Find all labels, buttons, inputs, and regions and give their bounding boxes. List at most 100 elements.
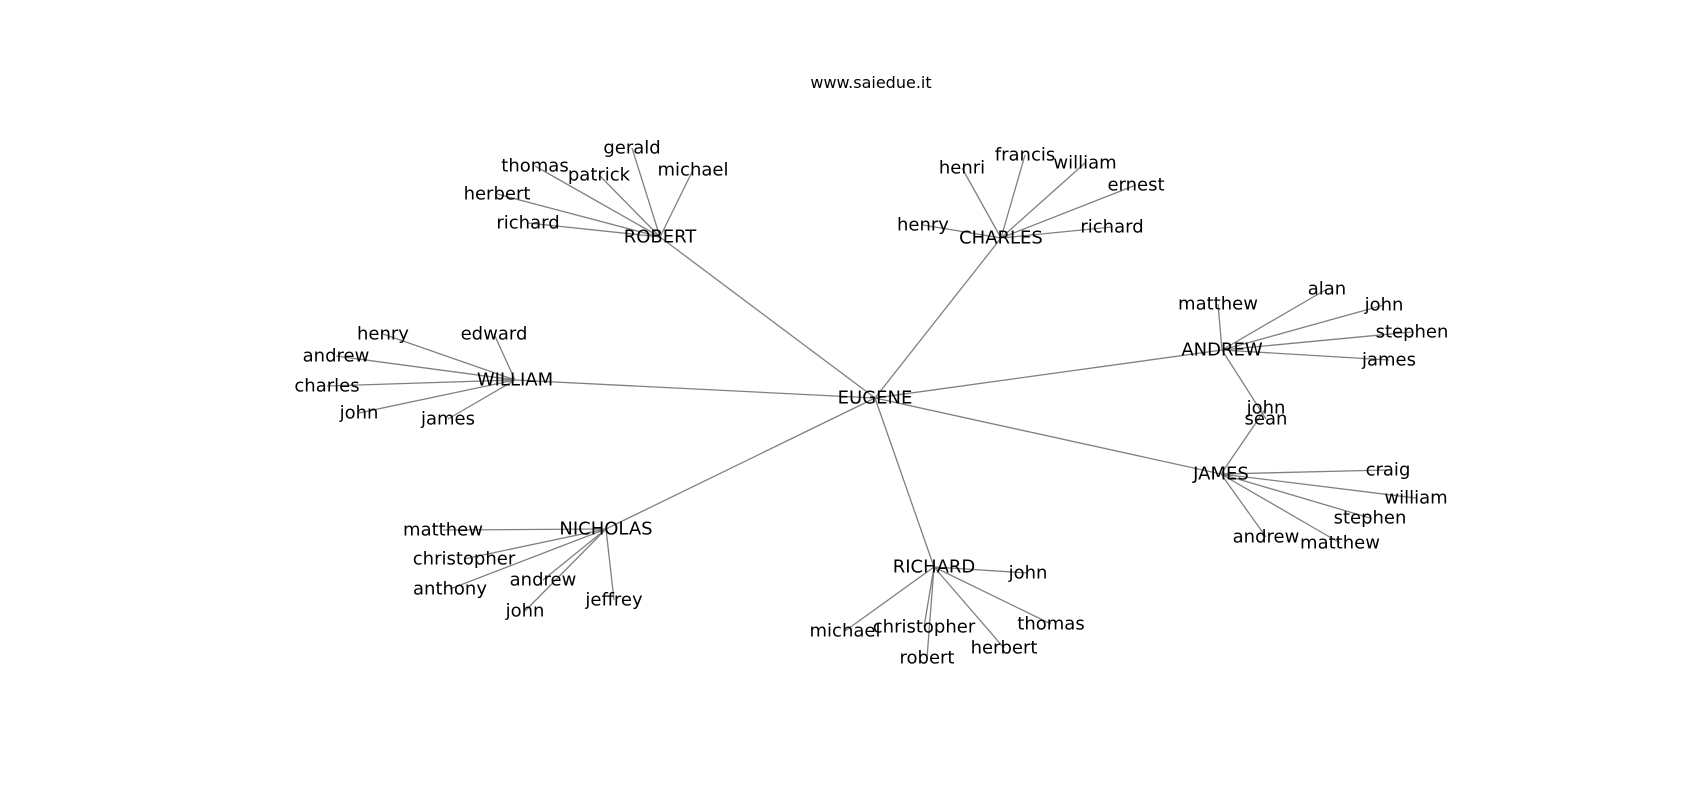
edge-robert-michael — [659, 169, 694, 238]
site-url-label: www.saiedue.it — [810, 73, 931, 92]
edge-nicholas-christopher — [463, 528, 607, 560]
leaf-node-james-stephen: stephen — [1334, 508, 1407, 529]
branch-node-richard: RICHARD — [893, 557, 976, 578]
edge-nicholas-john — [524, 528, 607, 612]
leaf-node-robert-richard: richard — [496, 213, 559, 234]
leaf-node-william-charles: charles — [294, 376, 359, 397]
edge-james-stephen — [1220, 473, 1371, 519]
leaf-node-richard-christopher: christopher — [873, 617, 976, 638]
leaf-node-william-henry: henry — [357, 324, 409, 345]
edge-root-andrew — [874, 349, 1223, 399]
leaf-node-nicholas-andrew: andrew — [510, 570, 577, 591]
edge-richard-robert — [926, 566, 935, 659]
edge-andrew-john — [1221, 304, 1385, 351]
branch-node-james: JAMES — [1192, 464, 1249, 485]
leaf-node-andrew-stephen: stephen — [1376, 322, 1449, 343]
leaf-node-william-john: john — [339, 403, 379, 424]
leaf-node-andrew-james: james — [1361, 350, 1416, 371]
root-node-label: EUGENE — [838, 388, 913, 409]
leaf-node-andrew-alan: alan — [1308, 279, 1346, 300]
edge-root-robert — [659, 236, 876, 399]
leaf-node-charles-william: william — [1053, 153, 1116, 174]
edge-root-richard — [874, 397, 935, 568]
leaf-node-richard-michael: michael — [810, 621, 881, 642]
edge-root-charles — [874, 237, 1002, 399]
edge-robert-patrick — [598, 174, 661, 238]
branch-node-robert: ROBERT — [624, 227, 698, 248]
edge-andrew-stephen — [1221, 331, 1413, 351]
edge-robert-thomas — [534, 165, 661, 238]
edge-nicholas-jeffrey — [605, 528, 615, 601]
branch-node-nicholas: NICHOLAS — [559, 519, 652, 540]
leaf-node-richard-thomas: thomas — [1017, 614, 1084, 635]
edge-charles-william — [1000, 162, 1086, 239]
leaf-node-robert-michael: michael — [658, 160, 729, 181]
edge-charles-henri — [961, 167, 1002, 239]
edge-nicholas-anthony — [449, 528, 607, 590]
edge-root-nicholas — [605, 397, 876, 530]
edge-charles-richard — [1000, 226, 1113, 239]
leaf-node-charles-francis: francis — [995, 145, 1055, 166]
leaf-node-andrew-matthew: matthew — [1178, 294, 1258, 315]
edge-james-craig — [1220, 469, 1389, 475]
leaf-node-robert-herbert: herbert — [464, 184, 531, 205]
edge-richard-thomas — [933, 566, 1052, 625]
edge-andrew-sean — [1221, 349, 1267, 420]
leaf-node-nicholas-john: john — [505, 601, 545, 622]
edge-richard-herbert — [933, 566, 1005, 649]
edge-james-william — [1220, 473, 1417, 499]
edge-robert-gerald — [631, 147, 661, 238]
leaf-node-nicholas-christopher: christopher — [413, 549, 516, 570]
leaf-node-william-james: james — [420, 409, 475, 430]
leaf-node-charles-richard: richard — [1080, 217, 1143, 238]
leaf-node-james-matthew: matthew — [1300, 533, 1380, 554]
leaf-node-william-andrew: andrew — [303, 346, 370, 367]
leaf-node-james-craig: craig — [1366, 460, 1411, 481]
leaf-node-james-john: john — [1246, 398, 1286, 419]
branch-node-charles: CHARLES — [959, 228, 1043, 249]
leaf-node-richard-john: john — [1008, 563, 1048, 584]
edge-richard-christopher — [923, 566, 935, 628]
branch-node-william: WILLIAM — [477, 370, 553, 391]
leaf-node-james-andrew: andrew — [1233, 527, 1300, 548]
edge-james-andrew — [1220, 473, 1267, 538]
edge-robert-richard — [527, 222, 661, 238]
leaf-node-robert-gerald: gerald — [603, 138, 660, 159]
edge-william-john — [358, 379, 516, 414]
edge-william-charles — [326, 379, 516, 387]
edge-richard-john — [933, 566, 1029, 574]
leaf-node-charles-ernest: ernest — [1107, 175, 1164, 196]
branch-node-andrew: ANDREW — [1181, 340, 1263, 361]
edge-william-henry — [382, 333, 516, 381]
edge-james-matthew — [1220, 473, 1341, 544]
edges-layer — [326, 147, 1417, 659]
leaf-node-nicholas-anthony: anthony — [413, 579, 487, 600]
edge-william-edward — [493, 333, 516, 381]
edge-james-john — [1220, 407, 1267, 475]
edge-nicholas-andrew — [542, 528, 607, 581]
leaf-node-richard-herbert: herbert — [971, 638, 1038, 659]
edge-charles-francis — [1000, 154, 1026, 239]
leaf-node-charles-henri: henri — [939, 158, 985, 179]
edge-william-james — [447, 379, 516, 420]
edge-charles-ernest — [1000, 184, 1137, 239]
leaf-node-andrew-john: john — [1364, 295, 1404, 316]
edge-william-andrew — [335, 355, 516, 381]
leaf-node-richard-robert: robert — [900, 648, 955, 669]
leaf-node-robert-thomas: thomas — [501, 156, 568, 177]
leaf-node-andrew-sean: sean — [1245, 409, 1288, 430]
edge-andrew-alan — [1221, 288, 1328, 351]
edge-andrew-matthew — [1217, 303, 1223, 351]
leaf-node-william-edward: edward — [461, 324, 528, 345]
edge-root-william — [514, 379, 876, 399]
edge-robert-herbert — [496, 193, 661, 238]
leaf-node-nicholas-matthew: matthew — [403, 520, 483, 541]
leaf-node-robert-patrick: patrick — [568, 165, 631, 186]
edge-richard-michael — [844, 566, 935, 632]
edge-root-james — [874, 397, 1222, 475]
leaf-node-nicholas-jeffrey: jeffrey — [584, 590, 643, 611]
leaf-node-james-william: william — [1384, 488, 1447, 509]
edge-charles-henry — [922, 224, 1002, 239]
